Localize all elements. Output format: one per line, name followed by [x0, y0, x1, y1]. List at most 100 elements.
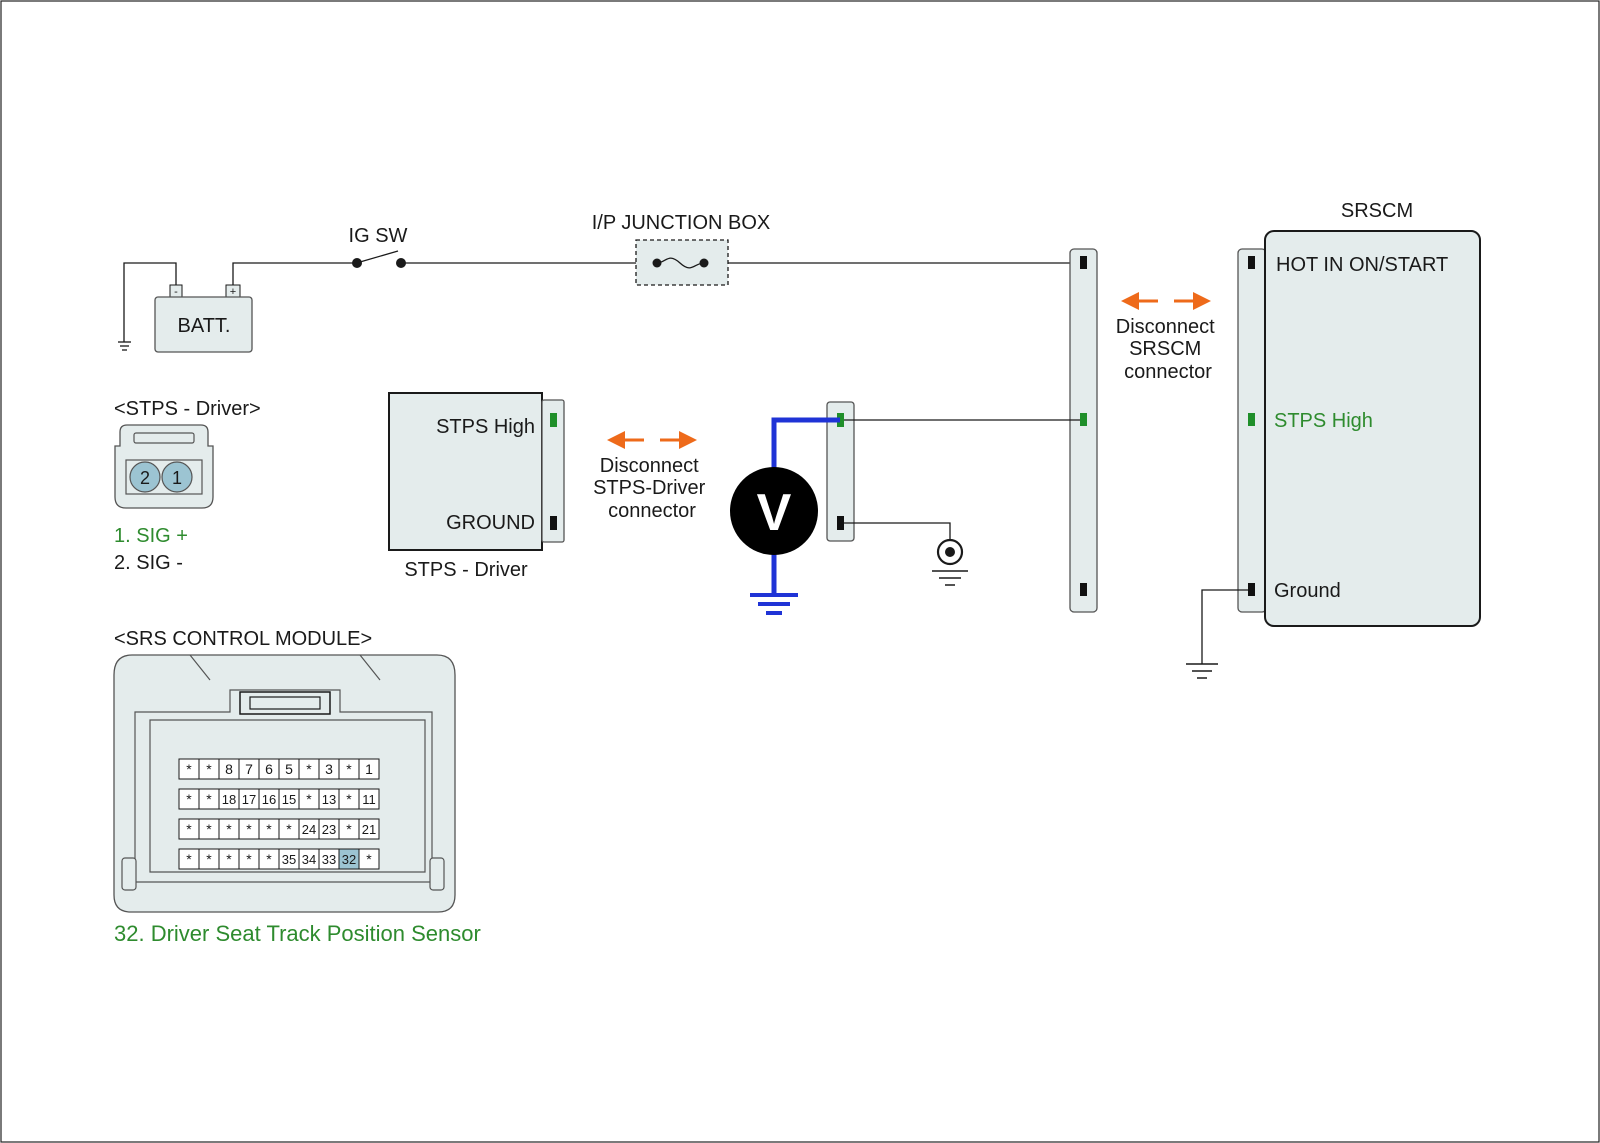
stps-driver-pin-high — [550, 413, 557, 427]
disconnect-stps-line-1: Disconnect — [600, 455, 699, 477]
srscm-ground-icon — [1186, 664, 1218, 678]
srs-pin-label: 32 — [342, 852, 356, 867]
junction-box-outline — [636, 240, 728, 285]
srs-connector-lock — [240, 692, 330, 714]
harness-connector — [1070, 249, 1097, 612]
battery-minus-label: - — [174, 286, 178, 298]
srs-pin-label: 13 — [322, 792, 336, 807]
disconnect-stps-line-2: STPS-Driver — [593, 477, 706, 499]
srs-pin-label: * — [226, 851, 232, 867]
srs-pin-label: * — [186, 821, 192, 837]
disconnect-srscm-text: Disconnect SRSCM connector — [1116, 316, 1221, 383]
ig-switch-blade — [360, 251, 398, 262]
srs-pin-label: * — [266, 851, 272, 867]
harness-pin-stps — [1080, 413, 1087, 426]
srs-pin-label: * — [346, 821, 352, 837]
stps-pin-2-description: 2. SIG - — [114, 552, 183, 574]
srs-module-title: <SRS CONTROL MODULE> — [114, 628, 372, 650]
stps-pin-1-label: 1 — [172, 468, 182, 488]
srs-pin-label: * — [286, 821, 292, 837]
srs-pin-label: * — [346, 791, 352, 807]
srs-pin-label: 15 — [282, 792, 296, 807]
srs-pin-label: 35 — [282, 852, 296, 867]
srscm-pin-ground — [1248, 583, 1255, 596]
voltmeter: V — [730, 420, 840, 613]
test-connector — [827, 402, 854, 541]
srs-pin-label: * — [186, 851, 192, 867]
srscm-pin-hot — [1248, 256, 1255, 269]
srs-pin-label: * — [306, 761, 312, 777]
disconnect-stps-line-3: connector — [608, 500, 696, 522]
srscm-label-hot: HOT IN ON/START — [1276, 254, 1448, 276]
voltmeter-ground-icon — [750, 595, 798, 613]
srs-connector-side-clip-left — [122, 858, 136, 890]
srscm-module: SRSCM HOT IN ON/START STPS High Ground — [1238, 200, 1480, 626]
srs-pin-label: * — [246, 851, 252, 867]
srs-pin-label: 1 — [365, 761, 373, 777]
srs-pin-label: 34 — [302, 852, 316, 867]
ig-switch-label: IG SW — [349, 225, 408, 247]
stps-connector-latch — [134, 433, 194, 443]
battery-ground-icon — [118, 342, 131, 350]
stps-pin-2-label: 2 — [140, 468, 150, 488]
srs-pin-label: 18 — [222, 792, 236, 807]
srs-pin-label: 11 — [362, 792, 376, 807]
wire-test-ground — [844, 523, 950, 540]
battery-positive-wire — [233, 263, 356, 285]
stps-driver-sensor: STPS High GROUND STPS - Driver — [389, 393, 564, 581]
disconnect-stps-text: Disconnect STPS-Driver connector — [593, 455, 711, 522]
srs-pin-label: 24 — [302, 822, 316, 837]
srs-pin-label: 7 — [245, 761, 253, 777]
stps-driver-label-ground: GROUND — [446, 512, 535, 534]
voltmeter-symbol: V — [757, 484, 792, 542]
srs-pin-label: * — [206, 821, 212, 837]
srs-module-caption: 32. Driver Seat Track Position Sensor — [114, 921, 481, 946]
srs-pin-label: * — [246, 821, 252, 837]
srs-pin-label: * — [226, 821, 232, 837]
ig-switch-contact-left — [352, 258, 362, 268]
disconnect-srscm-line-1: Disconnect — [1116, 316, 1215, 338]
battery-plus-label: + — [230, 286, 236, 298]
srs-pin-label: 5 — [285, 761, 293, 777]
srs-pin-label: * — [206, 791, 212, 807]
srs-pin-label: 21 — [362, 822, 376, 837]
srs-pin-label: * — [346, 761, 352, 777]
srs-pin-label: * — [206, 851, 212, 867]
srs-connector-side-clip-right — [430, 858, 444, 890]
junction-box: I/P JUNCTION BOX — [592, 212, 771, 285]
srscm-label-stps: STPS High — [1274, 410, 1373, 432]
srs-pin-label: * — [366, 851, 372, 867]
disconnect-srscm-line-2: SRSCM — [1129, 338, 1201, 360]
stps-connector-title: <STPS - Driver> — [114, 398, 261, 420]
harness-pin-ground — [1080, 583, 1087, 596]
battery: - + BATT. — [118, 263, 252, 352]
ig-switch: IG SW — [349, 225, 408, 268]
srs-pin-label: 33 — [322, 852, 336, 867]
srscm-pin-stps — [1248, 413, 1255, 426]
stps-driver-pin-ground — [550, 516, 557, 530]
harness-connector-body — [1070, 249, 1097, 612]
chassis-ground-icon — [932, 540, 968, 585]
srs-pin-label: 8 — [225, 761, 233, 777]
stps-driver-label-high: STPS High — [436, 416, 535, 438]
harness-pin-hot — [1080, 256, 1087, 269]
srs-pin-label: 6 — [265, 761, 273, 777]
srscm-title: SRSCM — [1341, 200, 1413, 222]
srs-pin-label: * — [186, 791, 192, 807]
stps-connector-face: 2 1 — [115, 425, 213, 508]
srs-pin-label: 16 — [262, 792, 276, 807]
srs-pin-label: * — [206, 761, 212, 777]
test-connector-pin-ground — [837, 516, 844, 530]
srscm-label-ground: Ground — [1274, 580, 1341, 602]
srs-pin-label: * — [186, 761, 192, 777]
srs-pin-label: 17 — [242, 792, 256, 807]
stps-driver-caption: STPS - Driver — [404, 559, 528, 581]
srscm-connector-body — [1238, 249, 1266, 612]
battery-label: BATT. — [178, 315, 231, 337]
srs-pin-label: 23 — [322, 822, 336, 837]
junction-box-label: I/P JUNCTION BOX — [592, 212, 771, 234]
stps-pin-1-description: 1. SIG + — [114, 525, 188, 547]
srs-pin-label: * — [266, 821, 272, 837]
disconnect-srscm-line-3: connector — [1124, 361, 1212, 383]
